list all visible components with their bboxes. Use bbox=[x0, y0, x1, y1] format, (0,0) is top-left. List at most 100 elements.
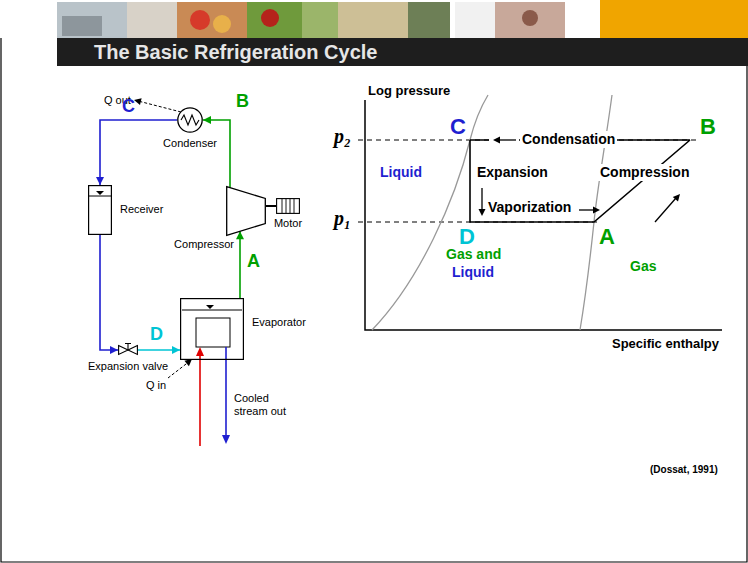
heat-out-arrow bbox=[140, 102, 181, 113]
condenser-coil bbox=[181, 115, 199, 125]
evaporator-liquid-level bbox=[182, 310, 242, 311]
chart-label: p₂ bbox=[334, 124, 351, 148]
component-label: Expansion valve bbox=[88, 360, 168, 373]
chart-label: C bbox=[450, 114, 466, 140]
evaporator-coil bbox=[196, 318, 230, 347]
state-point-letter: A bbox=[247, 251, 260, 273]
pipe-connector bbox=[100, 235, 118, 354]
connector-line bbox=[100, 235, 118, 350]
vessel-outline bbox=[89, 186, 112, 235]
ph-chart bbox=[358, 95, 722, 330]
warm-stream-arrowhead bbox=[196, 347, 204, 356]
chart-axes bbox=[365, 100, 722, 330]
process-arrow bbox=[579, 209, 594, 210]
chart-label: Expansion bbox=[477, 164, 548, 181]
liquid-level-mark bbox=[96, 191, 104, 195]
process-arrow bbox=[498, 139, 516, 140]
heat-out-arrowhead bbox=[134, 98, 142, 105]
chart-label: Vaporization bbox=[488, 199, 571, 216]
expansion-valve-symbol: Expansion valve bbox=[118, 343, 138, 357]
chart-label: Cooled stream out bbox=[234, 392, 296, 418]
chart-label: Condensation bbox=[520, 131, 617, 148]
process-arrowhead bbox=[479, 209, 486, 216]
connector-line bbox=[266, 205, 276, 207]
valve-stem bbox=[125, 344, 131, 351]
slide-frame bbox=[1, 38, 747, 562]
schematic-details bbox=[89, 98, 242, 446]
process-arrowhead bbox=[493, 137, 500, 144]
chart-label: Liquid bbox=[380, 164, 422, 181]
chart-label: Specific enthalpy bbox=[612, 336, 719, 352]
process-arrowhead bbox=[593, 207, 600, 214]
chart-label: p₁ bbox=[334, 206, 351, 230]
process-arrowhead bbox=[673, 194, 680, 202]
photo-vegetables bbox=[261, 9, 279, 27]
motor-shaft bbox=[266, 206, 276, 207]
compressor-symbol: Compressor bbox=[226, 186, 266, 236]
receiver-liquid-level bbox=[89, 196, 111, 197]
chart-label: A bbox=[599, 224, 615, 250]
valve-half bbox=[119, 346, 128, 355]
heat-in-arrowhead bbox=[184, 359, 192, 366]
photo-vegetables bbox=[247, 2, 302, 38]
receiver-vessel: Receiver bbox=[88, 185, 112, 235]
arrowhead bbox=[96, 177, 104, 185]
pipe-connector bbox=[236, 231, 244, 298]
motor-body bbox=[277, 199, 300, 214]
heat-in-arrow bbox=[168, 363, 188, 379]
vessel-outline bbox=[181, 299, 244, 360]
liquid-level-mark bbox=[206, 305, 214, 309]
evaporator-vessel-outline bbox=[180, 298, 244, 360]
warm-stream-in bbox=[199, 355, 201, 446]
component-label: Compressor bbox=[174, 238, 234, 251]
source-caption: (Dossat, 1991) bbox=[650, 464, 718, 476]
header-photos bbox=[0, 0, 748, 38]
connector-line bbox=[239, 231, 241, 298]
condenser-circle bbox=[178, 108, 202, 132]
chart-label: Gas and bbox=[446, 246, 501, 263]
chart-label: Compression bbox=[598, 164, 691, 181]
photo-grain bbox=[408, 2, 450, 38]
arrowhead bbox=[110, 346, 118, 354]
pipe-connector bbox=[138, 346, 180, 354]
valve-half bbox=[128, 346, 137, 355]
photo-building bbox=[62, 16, 102, 36]
photo-vegetables bbox=[302, 2, 338, 38]
photo-tofu bbox=[455, 2, 495, 38]
component-label: Evaporator bbox=[252, 316, 306, 329]
expansion-valve-symbol-outline bbox=[118, 343, 138, 357]
process-arrow bbox=[481, 188, 482, 210]
state-point-letter: C bbox=[122, 96, 135, 118]
photo-grain bbox=[338, 2, 408, 38]
pipe-connector bbox=[96, 120, 177, 185]
arrowhead bbox=[172, 346, 180, 354]
chart-label: Q in bbox=[146, 379, 166, 392]
pipe-connector bbox=[203, 116, 230, 188]
arrow-patch bbox=[489, 133, 519, 147]
process-arrow bbox=[655, 198, 676, 222]
condenser-symbol: Condenser bbox=[177, 107, 203, 133]
photo-food bbox=[177, 2, 247, 38]
component-label: Receiver bbox=[120, 203, 163, 216]
evaporator-vessel: Evaporator bbox=[180, 298, 244, 360]
photo-food bbox=[127, 2, 177, 38]
state-point-letter: D bbox=[150, 324, 163, 346]
arrowhead bbox=[203, 116, 211, 124]
cooled-stream-arrowhead bbox=[222, 435, 230, 444]
component-label: Condenser bbox=[163, 137, 217, 150]
motor-symbol-outline bbox=[276, 198, 300, 214]
chart-label: Log pressure bbox=[368, 83, 450, 99]
slide-title: The Basic Refrigeration Cycle bbox=[94, 39, 377, 65]
state-point-letter: B bbox=[236, 91, 249, 113]
motor-symbol: Motor bbox=[276, 198, 300, 214]
compressor-body bbox=[227, 187, 266, 236]
chart-label: Liquid bbox=[452, 264, 494, 281]
receiver-vessel-outline bbox=[88, 185, 112, 235]
connector-line bbox=[203, 120, 230, 188]
compressor-symbol-outline bbox=[226, 186, 266, 236]
title-bar bbox=[57, 38, 748, 66]
cooled-stream-out bbox=[225, 347, 227, 436]
connector-line bbox=[100, 120, 177, 185]
condenser-symbol-outline bbox=[177, 107, 203, 133]
